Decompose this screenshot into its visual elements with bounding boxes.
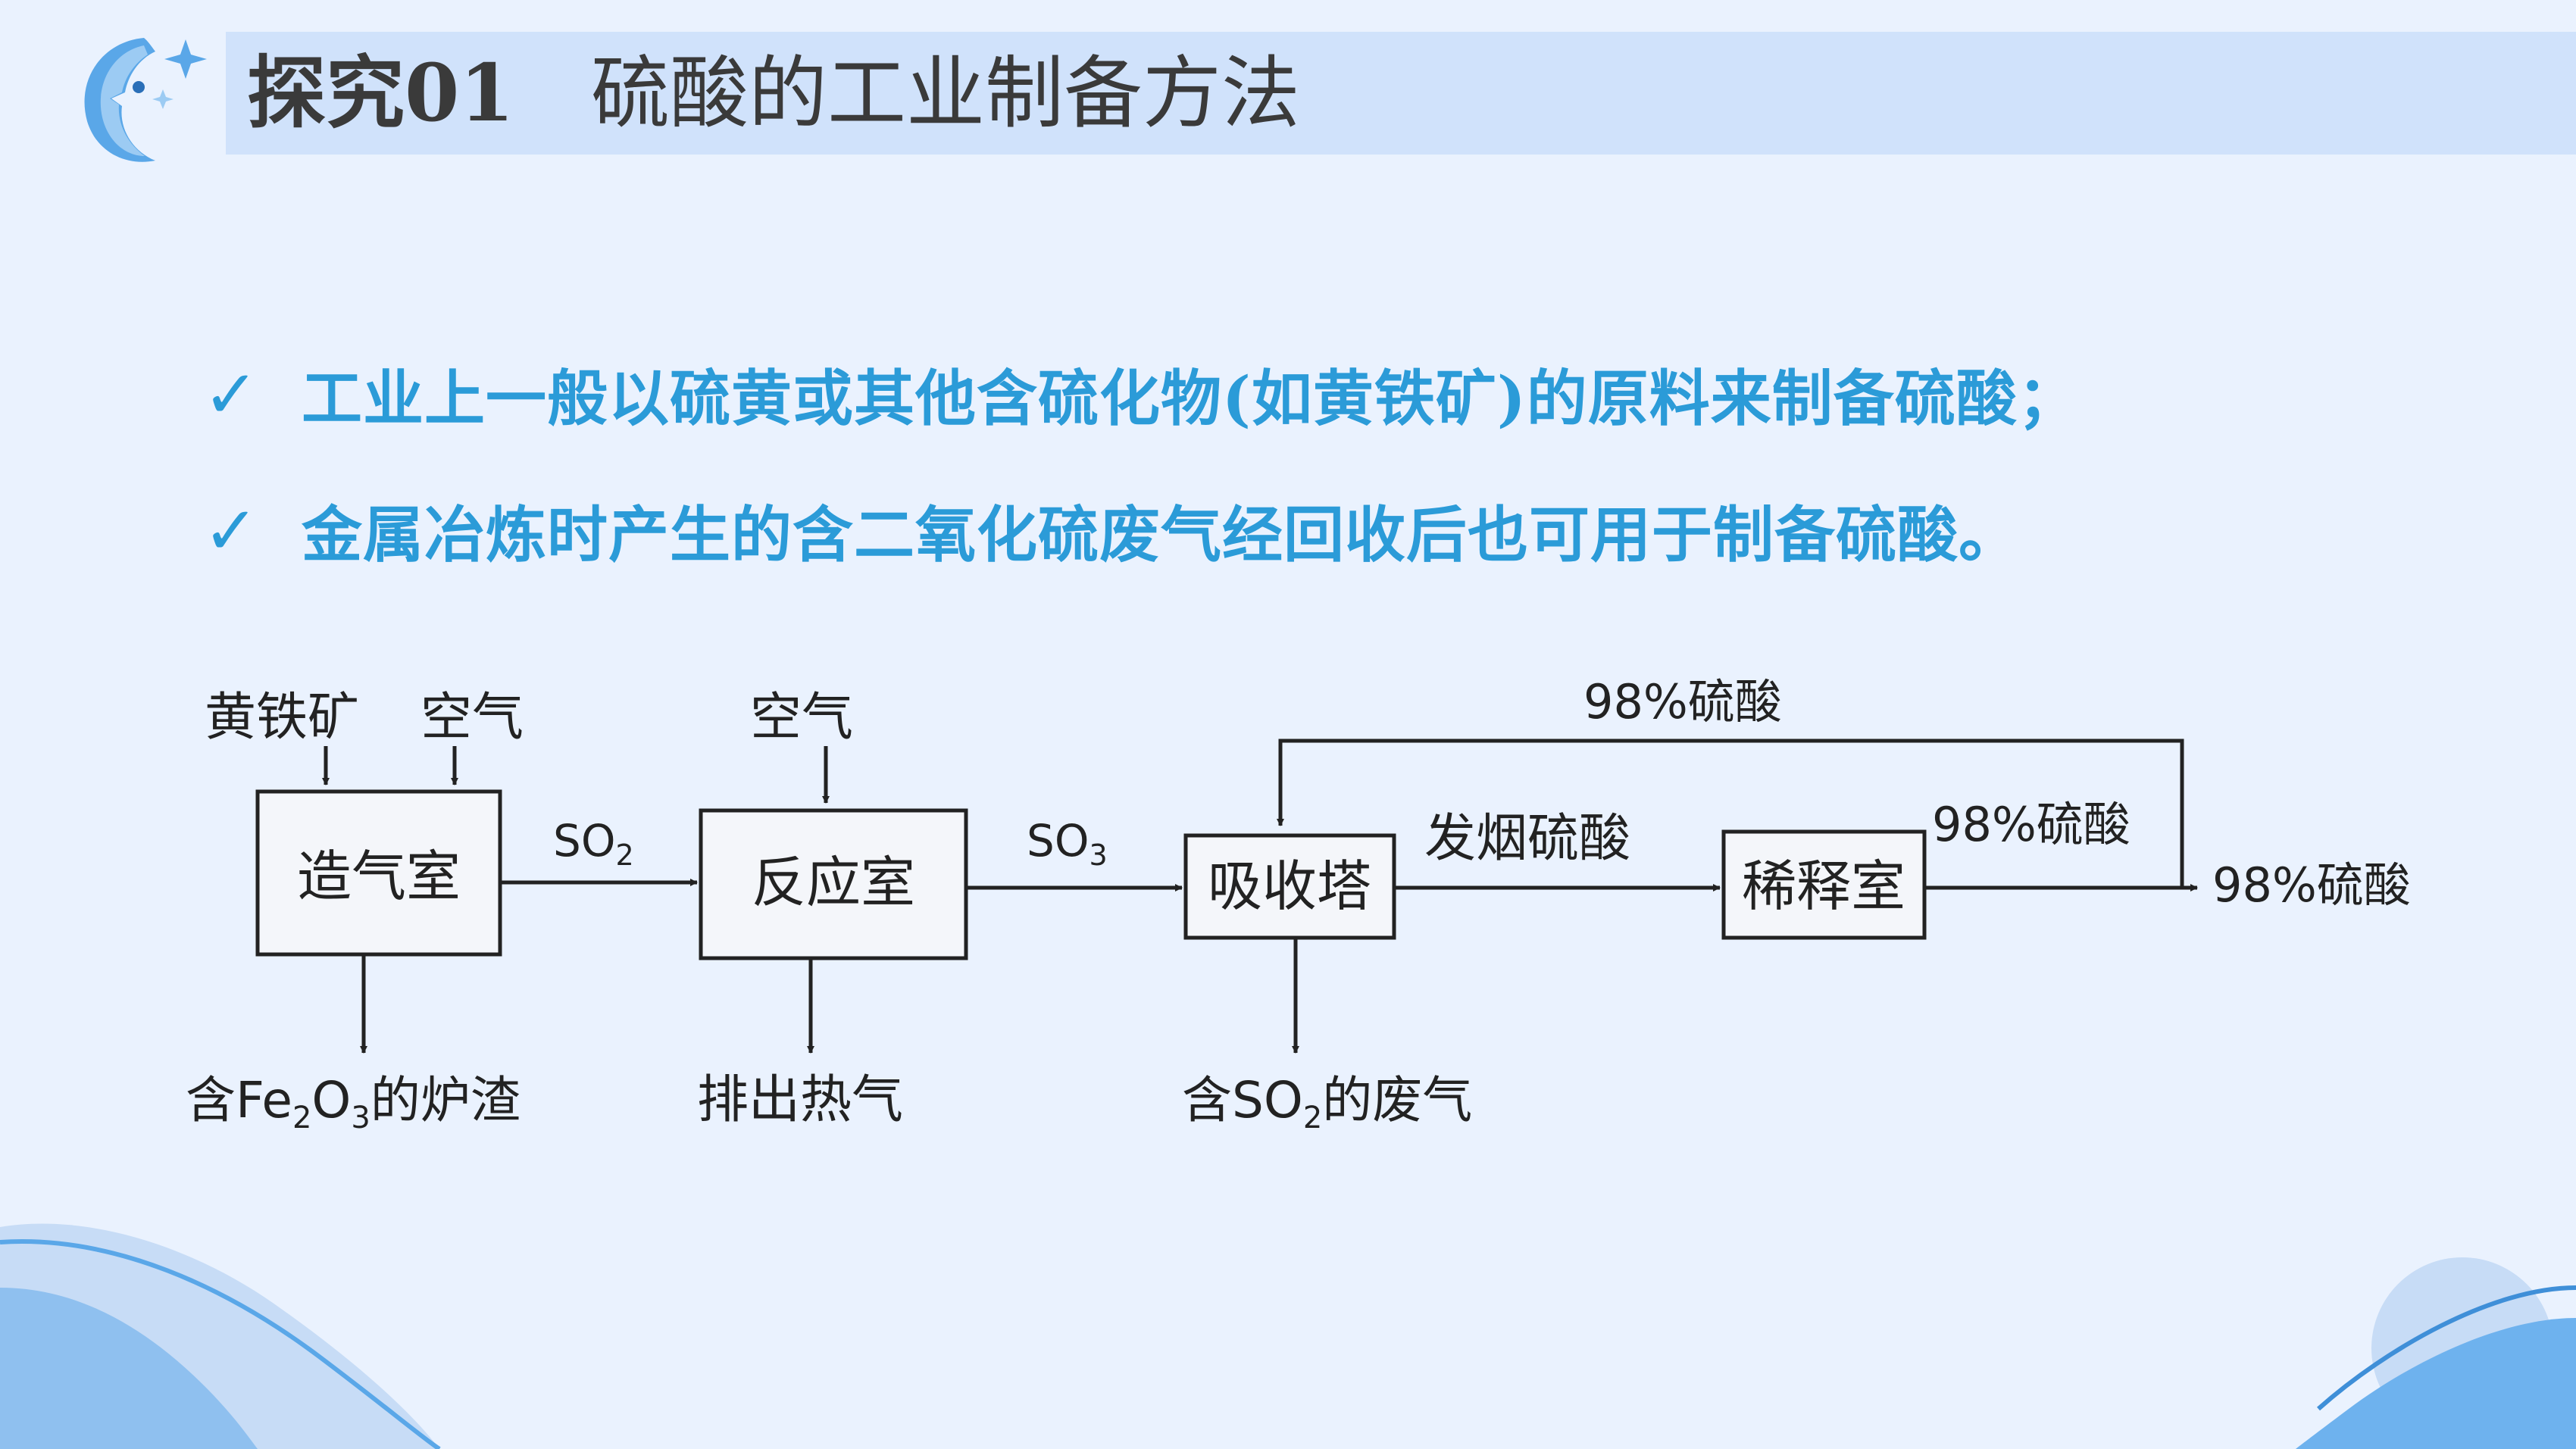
checkmark-icon: ✓ xyxy=(203,491,259,570)
waste-sub: 2 xyxy=(1303,1101,1322,1135)
checkmark-icon: ✓ xyxy=(203,354,259,433)
wave-right-front xyxy=(2296,1318,2576,1449)
diluter-box xyxy=(1721,829,1927,940)
slag-output-label: 含Fe2O3的炉渣 xyxy=(186,1071,521,1135)
bullet-item: ✓ 工业上一般以硫黄或其他含硫化物(如黄铁矿)的原料来制备硫酸； xyxy=(203,341,2079,447)
acid-recycle-label: 98%硫酸 xyxy=(1583,674,1782,729)
slag-sub2: 3 xyxy=(351,1101,370,1135)
reactor-label: 反应室 xyxy=(752,851,915,914)
bullet-text: 工业上一般以硫黄或其他含硫化物(如黄铁矿)的原料来制备硫酸； xyxy=(302,363,2079,434)
input-pyrite-label: 黄铁矿 xyxy=(205,688,359,748)
page-title: 硫酸的工业制备方法 xyxy=(591,47,1301,139)
acid-out-label: 98%硫酸 xyxy=(2212,857,2411,913)
recycle-loop-line xyxy=(1277,739,2184,888)
absorber-label: 吸收塔 xyxy=(1208,854,1371,918)
slag-pre: 含Fe xyxy=(186,1071,292,1129)
slag-mid: O xyxy=(311,1071,351,1129)
wave-right-bubble xyxy=(2371,1257,2553,1439)
so3-label: SO3 xyxy=(1027,815,1108,872)
wave-left-front xyxy=(0,1288,258,1449)
wave-left-back xyxy=(0,1223,439,1449)
reactor-box xyxy=(699,808,968,960)
waste-pre: 含SO xyxy=(1182,1071,1303,1129)
so2-main: SO xyxy=(553,815,615,867)
sulfuric-acid-process-flowchart: 黄铁矿 空气 造气室 含Fe2O3的炉渣 SO2 空气 反应室 排出热气 SO3… xyxy=(186,674,2411,1135)
input-air-label: 空气 xyxy=(420,688,524,748)
wave-right-line xyxy=(2317,1285,2576,1411)
so2-label: SO2 xyxy=(553,815,634,872)
slag-sub1: 2 xyxy=(292,1101,311,1135)
bullet-item: ✓ 金属冶炼时产生的含二氧化硫废气经回收后也可用于制备硫酸。 xyxy=(203,477,2020,583)
section-number: 探究01 xyxy=(247,46,514,139)
oleum-label: 发烟硫酸 xyxy=(1424,809,1630,869)
wave-left-line xyxy=(0,1239,441,1449)
furnace-box xyxy=(255,789,502,957)
waste-post: 的废气 xyxy=(1322,1071,1472,1129)
so2-sub: 2 xyxy=(615,838,633,872)
input-air2-label: 空气 xyxy=(750,688,853,748)
slag-post: 的炉渣 xyxy=(370,1071,521,1129)
diluter-label: 稀释室 xyxy=(1742,854,1905,918)
waste-gas-output-label: 含SO2的废气 xyxy=(1182,1071,1472,1135)
title-bar xyxy=(226,32,2576,155)
hot-gas-output-label: 排出热气 xyxy=(697,1070,903,1130)
bullet-text: 金属冶炼时产生的含二氧化硫废气经回收后也可用于制备硫酸。 xyxy=(302,499,2020,570)
acid-mid-label: 98%硫酸 xyxy=(1932,797,2131,852)
absorber-box xyxy=(1183,833,1396,940)
so3-main: SO xyxy=(1027,815,1089,867)
moon-face-logo-icon xyxy=(84,38,207,162)
furnace-label: 造气室 xyxy=(297,845,461,908)
so3-sub: 3 xyxy=(1089,838,1107,872)
